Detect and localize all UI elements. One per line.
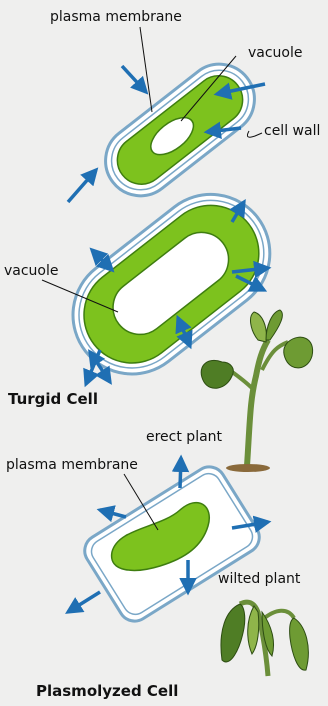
label-turgid-cell: Turgid Cell bbox=[8, 392, 98, 407]
label-erect-plant: erect plant bbox=[146, 430, 222, 444]
arrow-16 bbox=[68, 592, 100, 612]
arrow-4 bbox=[68, 170, 96, 202]
normal-cell bbox=[91, 50, 268, 210]
label-wilted-plant: wilted plant bbox=[218, 572, 300, 586]
label-plasmolyzed-cell: Plasmolyzed Cell bbox=[36, 684, 178, 699]
leader-cell-wall bbox=[247, 131, 262, 137]
label-plasma-membrane-bottom: plasma membrane bbox=[6, 458, 138, 472]
wilted-plant bbox=[221, 602, 308, 676]
label-vacuole-top: vacuole bbox=[248, 46, 303, 60]
arrow-13 bbox=[100, 510, 126, 517]
arrow-1 bbox=[122, 66, 146, 92]
label-cell-wall: cell wall bbox=[264, 124, 320, 138]
label-vacuole-turgid: vacuole bbox=[4, 264, 59, 278]
erect-plant bbox=[201, 310, 312, 472]
label-plasma-membrane-top: plasma membrane bbox=[50, 10, 182, 24]
arrow-12 bbox=[180, 458, 181, 488]
leader-plasma-membrane-top bbox=[140, 27, 152, 112]
